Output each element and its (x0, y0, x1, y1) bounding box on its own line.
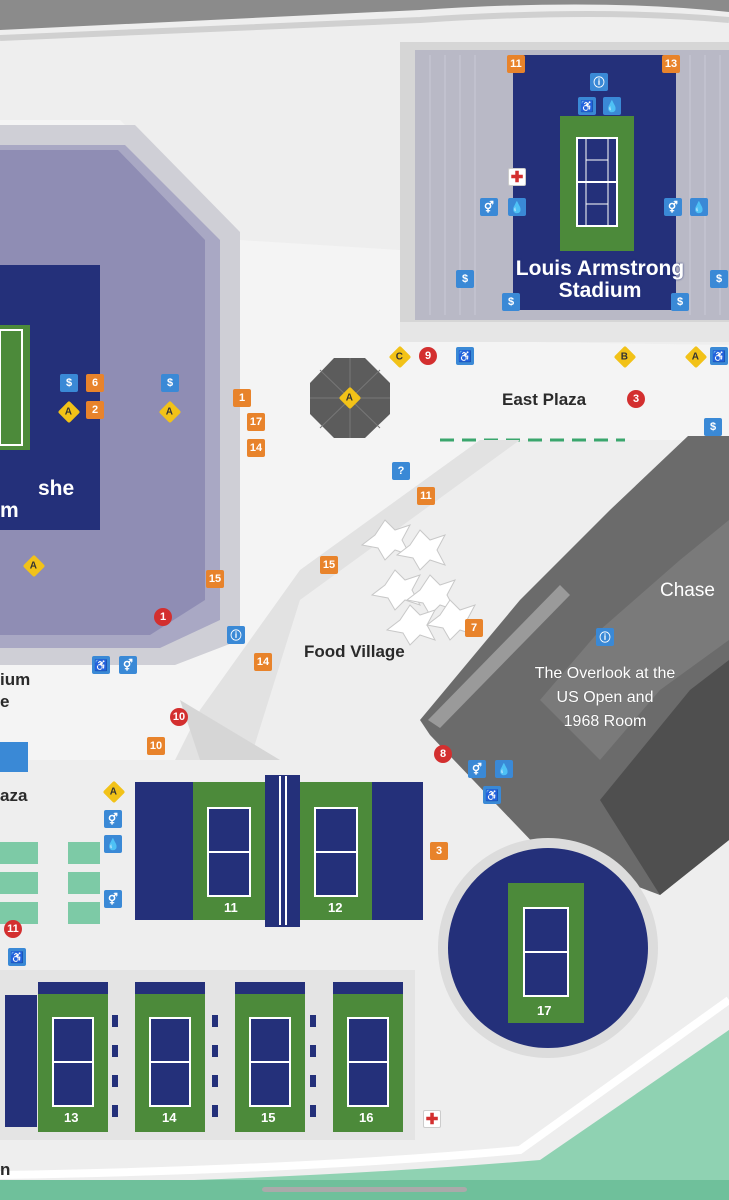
food-marker[interactable]: 2 (86, 401, 104, 419)
water-icon[interactable]: 💧 (104, 835, 122, 853)
ashe-title-line2: m (0, 499, 19, 522)
food-marker[interactable]: 1 (233, 389, 251, 407)
court-13-label: 13 (64, 1110, 79, 1125)
food-marker[interactable]: 3 (430, 842, 448, 860)
court-15-label: 15 (261, 1110, 276, 1125)
restroom-icon[interactable]: ♿ (578, 97, 596, 115)
water-icon[interactable]: 💧 (690, 198, 708, 216)
dollar-icon[interactable]: $ (710, 270, 728, 288)
court-17 (438, 838, 658, 1058)
accessibility-icon[interactable]: ♿ (8, 948, 26, 966)
water-icon[interactable]: 💧 (508, 198, 526, 216)
food-marker[interactable]: 11 (507, 55, 525, 73)
food-marker[interactable]: 13 (662, 55, 680, 73)
food-marker[interactable]: 17 (247, 413, 265, 431)
food-marker[interactable]: 11 (417, 487, 435, 505)
gate-marker[interactable]: 11 (4, 920, 22, 938)
restroom-icon[interactable]: ⚥ (664, 198, 682, 216)
east-plaza-label: East Plaza (502, 390, 587, 409)
dollar-icon[interactable]: $ (671, 293, 689, 311)
dollar-icon[interactable]: $ (704, 418, 722, 436)
food-village-label: Food Village (304, 642, 405, 661)
info-icon[interactable]: ⓘ (596, 628, 614, 646)
info-icon[interactable]: ? (392, 462, 410, 480)
restroom-icon[interactable]: ⚥ (480, 198, 498, 216)
accessibility-icon[interactable]: ♿ (483, 786, 501, 804)
court-12-label: 12 (328, 900, 343, 915)
water-icon[interactable]: 💧 (495, 760, 513, 778)
first-aid-icon[interactable]: ✚ (423, 1110, 441, 1128)
food-village-tents (360, 519, 477, 646)
left-cut-label-3: aza (0, 786, 28, 805)
food-marker[interactable]: 14 (254, 653, 272, 671)
food-marker[interactable]: 6 (86, 374, 104, 392)
overlook-label: The Overlook at the US Open and 1968 Roo… (534, 665, 676, 730)
water-icon[interactable]: 💧 (603, 97, 621, 115)
louis-armstrong-stadium (400, 42, 729, 342)
courts-13-16 (0, 970, 415, 1140)
restroom-icon[interactable]: ⚥ (468, 760, 486, 778)
courts-11-12 (135, 775, 423, 927)
food-marker[interactable]: 14 (247, 439, 265, 457)
accessibility-icon[interactable]: ♿ (456, 347, 474, 365)
gate-marker[interactable]: 3 (627, 390, 645, 408)
restroom-icon[interactable]: ⚥ (119, 656, 137, 674)
accessibility-icon[interactable]: ♿ (710, 347, 728, 365)
food-marker[interactable]: 7 (465, 619, 483, 637)
gate-marker[interactable]: 1 (154, 608, 172, 626)
gate-marker[interactable]: 8 (434, 745, 452, 763)
info-icon[interactable]: ⓘ (227, 626, 245, 644)
chase-label: Chase (660, 580, 715, 601)
ashe-stadium (0, 125, 240, 665)
chase-building (420, 436, 729, 895)
food-marker[interactable]: 15 (206, 570, 224, 588)
gate-marker[interactable]: 9 (419, 347, 437, 365)
dollar-icon[interactable]: $ (60, 374, 78, 392)
first-aid-icon[interactable]: ✚ (508, 168, 526, 186)
dollar-icon[interactable]: $ (502, 293, 520, 311)
left-cut-label-bottom: n (0, 1160, 11, 1179)
court-17-label: 17 (537, 1003, 552, 1018)
restroom-icon[interactable]: ⚥ (104, 810, 122, 828)
food-marker[interactable]: 10 (147, 737, 165, 755)
court-14-label: 14 (162, 1110, 177, 1125)
left-cut-label-2: e (0, 692, 10, 711)
louis-armstrong-title: Louis Armstrong Stadium (515, 257, 685, 302)
food-marker[interactable]: 15 (320, 556, 338, 574)
gate-marker[interactable]: 10 (170, 708, 188, 726)
court-11-label: 11 (224, 900, 238, 915)
road (0, 0, 729, 30)
ashe-title-line1: she (38, 477, 75, 500)
restroom-icon[interactable]: ⚥ (104, 890, 122, 908)
left-cut-label-1: ium (0, 670, 31, 689)
dollar-icon[interactable]: $ (456, 270, 474, 288)
accessibility-icon[interactable]: ♿ (92, 656, 110, 674)
court-16-label: 16 (359, 1110, 374, 1125)
info-icon[interactable]: ⓘ (590, 73, 608, 91)
dollar-icon[interactable]: $ (161, 374, 179, 392)
